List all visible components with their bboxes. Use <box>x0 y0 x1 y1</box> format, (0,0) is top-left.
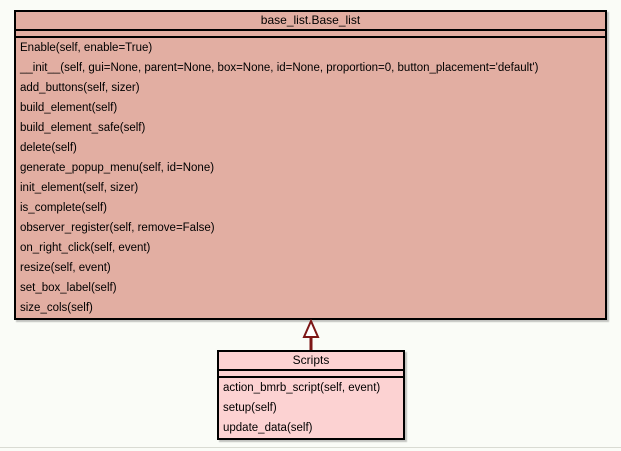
method-row: is_complete(self) <box>20 202 107 214</box>
method-row: resize(self, event) <box>20 262 111 274</box>
bottom-divider <box>0 447 621 448</box>
inheritance-arrow-icon <box>302 319 320 351</box>
method-row: __init__(self, gui=None, parent=None, bo… <box>20 62 539 74</box>
class-box-base-list[interactable]: base_list.Base_list Enable(self, enable=… <box>14 10 607 320</box>
attributes-compartment <box>219 371 403 378</box>
method-row: generate_popup_menu(self, id=None) <box>20 162 215 174</box>
method-row: observer_register(self, remove=False) <box>20 222 215 234</box>
class-title[interactable]: Scripts <box>219 352 403 371</box>
method-row: set_box_label(self) <box>20 282 117 294</box>
class-title[interactable]: base_list.Base_list <box>16 12 605 31</box>
method-row: update_data(self) <box>223 422 313 434</box>
methods-compartment: Enable(self, enable=True) __init__(self, … <box>16 38 605 318</box>
method-row: init_element(self, sizer) <box>20 182 139 194</box>
method-row: build_element(self) <box>20 102 118 114</box>
method-row: Enable(self, enable=True) <box>20 42 153 54</box>
method-row: size_cols(self) <box>20 302 93 314</box>
method-row: delete(self) <box>20 142 77 154</box>
method-row: add_buttons(self, sizer) <box>20 82 140 94</box>
method-row: setup(self) <box>223 402 277 414</box>
method-row: on_right_click(self, event) <box>20 242 151 254</box>
method-row: action_bmrb_script(self, event) <box>223 382 381 394</box>
attributes-compartment <box>16 31 605 38</box>
methods-compartment: action_bmrb_script(self, event) setup(sel… <box>219 378 403 438</box>
class-box-scripts[interactable]: Scripts action_bmrb_script(self, event) s… <box>217 350 405 440</box>
method-row: build_element_safe(self) <box>20 122 146 134</box>
